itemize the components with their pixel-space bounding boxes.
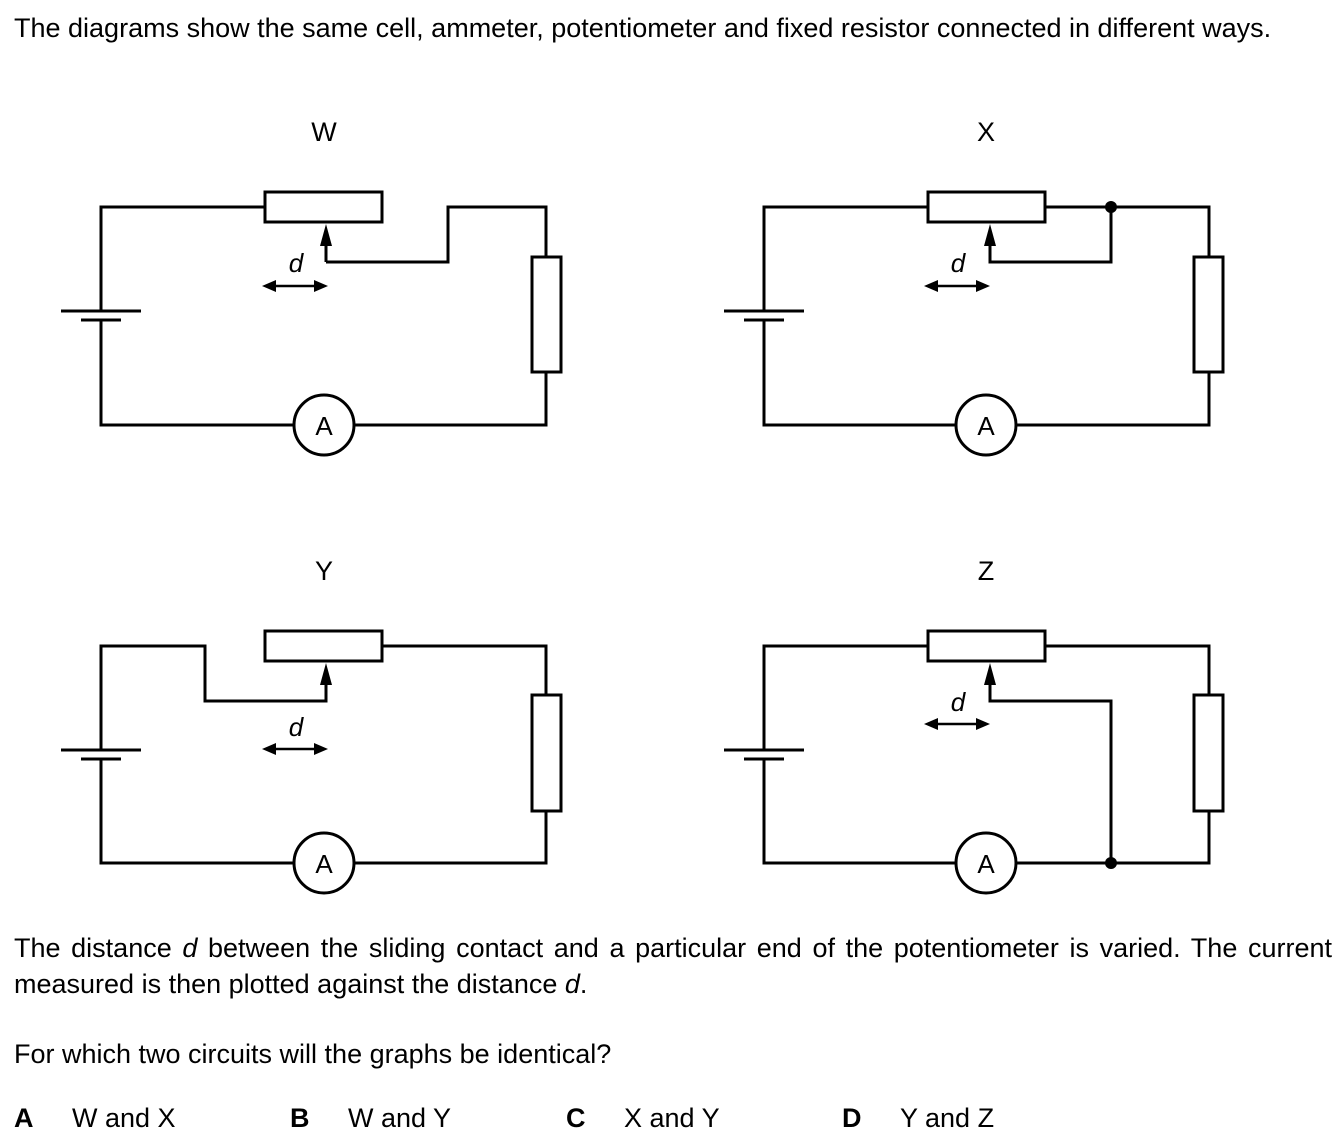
wire <box>1016 811 1211 865</box>
wire <box>326 205 548 264</box>
circuit-label: W <box>311 117 337 147</box>
option-letter: C <box>566 1103 586 1133</box>
slider-arrowhead <box>320 663 332 685</box>
wire <box>1045 644 1211 695</box>
variable-d: d <box>564 969 580 999</box>
distance-label: d <box>951 687 967 717</box>
distance-label: d <box>289 712 305 742</box>
distance-label: d <box>289 248 305 278</box>
option-letter: B <box>290 1103 310 1133</box>
wire <box>382 644 548 695</box>
circuit-label: Z <box>978 556 995 586</box>
intro-text: The diagrams show the same cell, ammeter… <box>14 13 1272 43</box>
wire <box>762 205 928 311</box>
option-letter: D <box>842 1103 862 1133</box>
slider-arrowhead <box>984 224 996 246</box>
arrowhead-right <box>976 280 990 292</box>
wire <box>762 320 956 427</box>
description-part: between the sliding contact and a partic… <box>14 933 1332 999</box>
ammeter <box>292 393 356 457</box>
wire <box>1016 372 1211 427</box>
ammeter <box>954 393 1018 457</box>
slider-arrowhead <box>984 663 996 685</box>
arrowhead-left <box>262 280 276 292</box>
circuit-z: Z d A <box>724 556 1225 895</box>
fixed-resistor <box>1192 255 1225 374</box>
wire <box>988 207 1113 264</box>
potentiometer <box>926 629 1047 663</box>
circuit-w: W d A <box>61 117 563 457</box>
fixed-resistor <box>1192 693 1225 813</box>
wire <box>988 684 1113 863</box>
arrowhead-left <box>924 718 938 730</box>
circuit-y: Y d A <box>61 556 563 895</box>
wire <box>354 811 548 865</box>
ammeter-label: A <box>977 411 995 441</box>
wire <box>99 759 294 865</box>
wire <box>1045 205 1211 257</box>
wire <box>99 644 328 750</box>
fixed-resistor <box>530 693 563 813</box>
arrowhead-right <box>976 718 990 730</box>
potentiometer <box>263 629 384 663</box>
description-part: . <box>579 969 588 999</box>
junction-dot <box>1105 201 1117 213</box>
arrowhead-left <box>924 280 938 292</box>
wire <box>99 205 265 311</box>
option-text: X and Y <box>624 1103 720 1133</box>
variable-d: d <box>182 933 198 963</box>
question-prompt: For which two circuits will the graphs b… <box>14 1039 612 1069</box>
ammeter-label: A <box>315 849 333 879</box>
circuit-x: X d A <box>724 117 1225 457</box>
potentiometer <box>926 190 1047 224</box>
arrowhead-left <box>262 743 276 755</box>
fixed-resistor <box>530 255 563 374</box>
description-text: The distance d between the sliding conta… <box>14 930 1332 1002</box>
arrowhead-right <box>314 280 328 292</box>
option-text: W and X <box>72 1103 176 1133</box>
arrowhead-right <box>314 743 328 755</box>
ammeter <box>954 831 1018 895</box>
wire <box>762 644 928 750</box>
circuit-label: X <box>977 117 995 147</box>
option-letter: A <box>14 1103 34 1133</box>
option-text: Y and Z <box>900 1103 995 1133</box>
description-part: The distance <box>14 933 183 963</box>
distance-label: d <box>951 248 967 278</box>
slider-arrowhead <box>320 224 332 246</box>
ammeter-label: A <box>977 849 995 879</box>
wire <box>99 320 294 427</box>
circuit-label: Y <box>315 556 333 586</box>
ammeter <box>292 831 356 895</box>
wire <box>762 759 956 865</box>
ammeter-label: A <box>315 411 333 441</box>
option-text: W and Y <box>348 1103 452 1133</box>
potentiometer <box>263 190 384 224</box>
wire <box>354 372 548 427</box>
